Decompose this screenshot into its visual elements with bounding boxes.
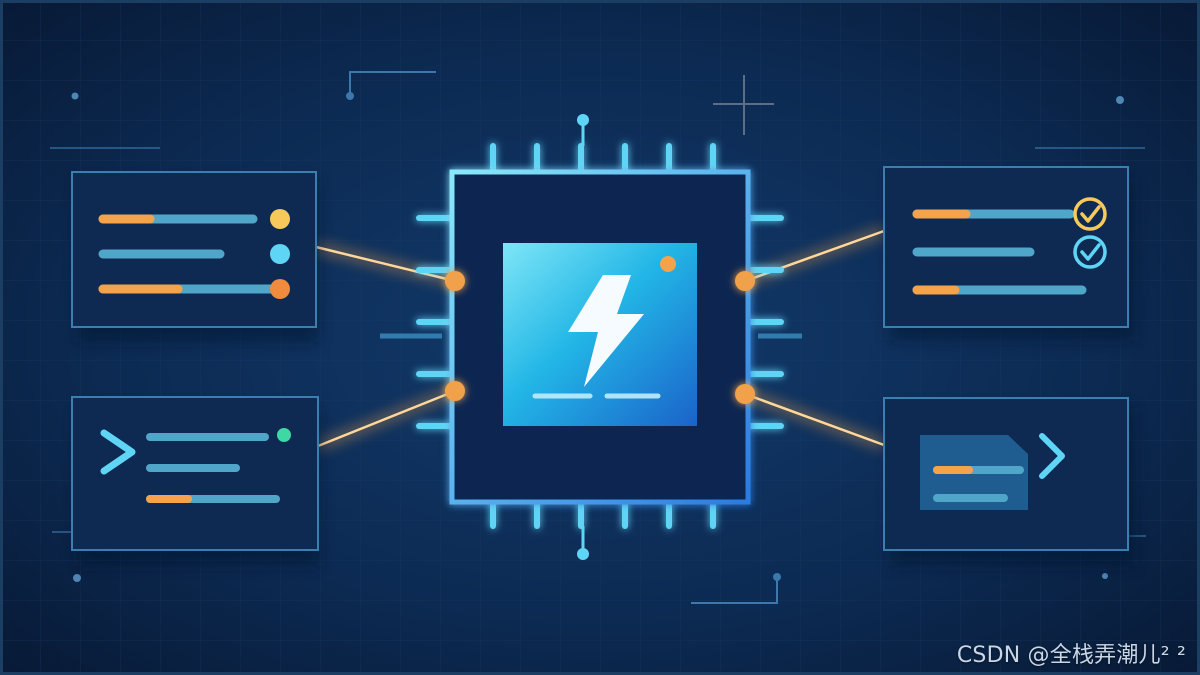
status-dot-yellow: [270, 209, 290, 229]
check-circle-icon: [1073, 235, 1107, 269]
check-circle-icon: [1073, 197, 1107, 231]
status-dot-teal: [277, 428, 291, 442]
processor-chip-icon: [416, 114, 784, 560]
core-status-dot: [660, 256, 676, 272]
deco-dots: [71, 92, 1124, 582]
watermark: CSDN @全栈弄潮儿² ²: [956, 643, 1186, 668]
panel-top-right: [883, 166, 1134, 340]
connection-line-top-left: [315, 245, 456, 283]
chevron-right-icon: [1039, 433, 1065, 479]
connection-line-bottom-left: [317, 389, 456, 448]
status-dot-cyan: [270, 244, 290, 264]
panel-top-left: [71, 171, 318, 342]
status-dot-orange: [270, 279, 290, 299]
crosshair: [713, 75, 774, 135]
decorations: [50, 71, 1146, 604]
panel-bottom-right: [883, 397, 1134, 566]
deco-dot: [346, 92, 354, 100]
chip-antennas: [577, 114, 589, 560]
terminal-prompt-icon: [100, 429, 136, 475]
deco-bracket-bottom: [691, 578, 778, 604]
chip-connection-nodes: [445, 271, 755, 404]
deco-dot: [773, 573, 781, 581]
deco-bracket-top: [349, 71, 436, 96]
panel-bottom-left: [71, 396, 320, 566]
connection-line-bottom-right: [744, 392, 885, 447]
lightning-bolt-icon: [568, 275, 644, 387]
